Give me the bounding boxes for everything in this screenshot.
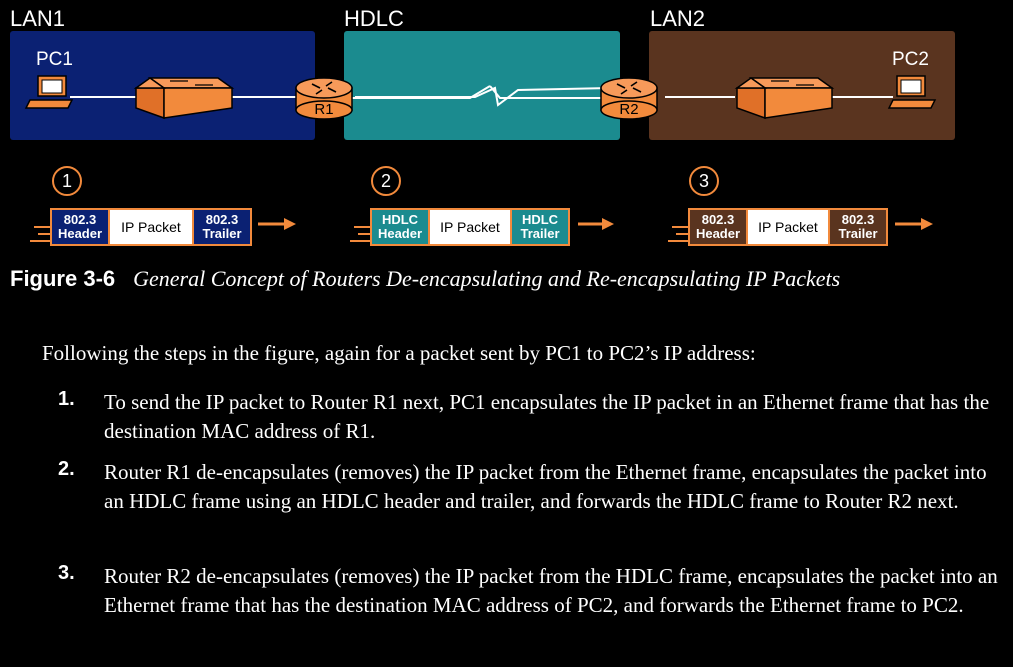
frame-payload: IP Packet bbox=[440, 219, 500, 235]
step-number: 3. bbox=[58, 562, 75, 584]
header-line-1: 802.3 bbox=[701, 212, 735, 227]
switch-2-icon bbox=[734, 77, 835, 120]
intro-paragraph: Following the steps in the figure, again… bbox=[42, 341, 756, 365]
frame-step-1: 802.3 Header IP Packet 802.3 Trailer bbox=[50, 208, 252, 246]
pc2-icon bbox=[887, 75, 937, 109]
figure-caption-text: General Concept of Routers De-encapsulat… bbox=[133, 266, 841, 291]
router-r1-label: R1 bbox=[314, 101, 333, 118]
trailer-line-1: 802.3 bbox=[841, 212, 875, 227]
header-line-1: 802.3 bbox=[63, 212, 97, 227]
figure-number: Figure 3-6 bbox=[10, 266, 116, 291]
frame-trailer: 802.3 Trailer bbox=[192, 208, 252, 246]
trailer-line-1: 802.3 bbox=[205, 212, 239, 227]
trailer-line-2: Trailer bbox=[838, 226, 878, 241]
step-text: Router R1 de-encapsulates (removes) the … bbox=[104, 460, 987, 513]
zone-label-hdlc: HDLC bbox=[344, 6, 404, 31]
network-diagram: LAN1 HDLC LAN2 bbox=[0, 0, 1013, 258]
frame-motion-lines bbox=[30, 226, 688, 242]
trailer-line-2: Trailer bbox=[202, 226, 242, 241]
zone-label-lan1: LAN1 bbox=[10, 6, 66, 31]
step-text: Router R2 de-encapsulates (removes) the … bbox=[104, 564, 998, 617]
figure-caption: Figure 3-6 General Concept of Routers De-… bbox=[10, 264, 990, 293]
frame-trailer: 802.3 Trailer bbox=[828, 208, 888, 246]
trailer-line-2: Trailer bbox=[520, 226, 560, 241]
header-line-2: Header bbox=[695, 226, 741, 241]
frame-trailer: HDLC Trailer bbox=[510, 208, 570, 246]
step-text: To send the IP packet to Router R1 next,… bbox=[104, 390, 990, 443]
frame-payload: IP Packet bbox=[758, 219, 818, 235]
frame-payload: IP Packet bbox=[121, 219, 181, 235]
router-r2-label: R2 bbox=[619, 101, 638, 118]
trailer-line-1: HDLC bbox=[521, 212, 559, 227]
header-line-2: Header bbox=[377, 226, 423, 241]
router-r2-icon bbox=[600, 77, 658, 120]
step-marker-1: 1 bbox=[52, 166, 82, 196]
header-line-1: HDLC bbox=[381, 212, 419, 227]
diagram-graphics: R1 R2 bbox=[24, 75, 937, 242]
step-marker-3: 3 bbox=[689, 166, 719, 196]
frame-header: 802.3 Header bbox=[688, 208, 748, 246]
frame-header: HDLC Header bbox=[370, 208, 430, 246]
router-r1-icon bbox=[295, 77, 353, 120]
pc1-label: PC1 bbox=[36, 49, 73, 70]
pc1-icon bbox=[24, 75, 74, 109]
frame-header: 802.3 Header bbox=[50, 208, 110, 246]
frame-arrows bbox=[258, 218, 933, 230]
frame-step-2: HDLC Header IP Packet HDLC Trailer bbox=[370, 208, 570, 246]
pc2-label: PC2 bbox=[892, 49, 929, 70]
step-marker-2: 2 bbox=[371, 166, 401, 196]
frame-step-3: 802.3 Header IP Packet 802.3 Trailer bbox=[688, 208, 888, 246]
zone-label-lan2: LAN2 bbox=[650, 6, 706, 31]
step-number: 1. bbox=[58, 388, 75, 410]
header-line-2: Header bbox=[57, 226, 103, 241]
zone-hdlc bbox=[344, 31, 620, 140]
switch-1-icon bbox=[133, 77, 235, 120]
step-number: 2. bbox=[58, 458, 75, 480]
